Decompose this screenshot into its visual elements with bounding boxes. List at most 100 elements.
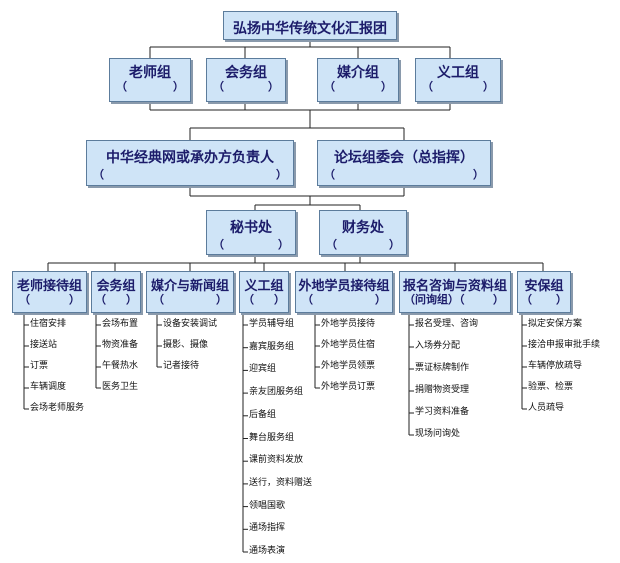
tier1-box-volunteers: 义工组 （ ） [415,58,501,102]
paren-open: （ [302,293,313,306]
dept-item: 人员疏导 [528,403,565,413]
dept-item: 嘉宾服务组 [249,341,295,352]
dept-item: 会场布置 [102,319,139,329]
dept-item: 亲友团服务组 [249,387,304,398]
dept-item: 现场问询处 [415,429,461,439]
dept-item: 学习资料准备 [415,407,470,417]
paren-open: （ [521,293,532,306]
dept-item: 外地学员接待 [321,319,376,329]
paren-open: （ [324,80,335,93]
dept-item: 入场券分配 [415,341,461,351]
dept-box-registration: 报名咨询与资料组 （问询组）（ ） [399,271,511,313]
paren-open: （ [324,168,335,181]
paren-open: （ [422,80,433,93]
dept-item: 设备安装调试 [163,319,218,329]
dept-item: 物资准备 [102,340,139,350]
tier1-box-teachers: 老师组 （ ） [109,58,191,102]
paren-close: ） [126,293,137,306]
paren-open: （ [95,293,106,306]
dept-label: 义工组 [244,279,284,294]
dept-box-volunteers: 义工组 （ ） [239,271,289,313]
tier2-box-committee: 论坛组委会（总指挥） （ ） [317,140,491,186]
paren-close: ） [556,293,567,306]
tier1-box-media: 媒介组 （ ） [317,58,399,102]
dept-item: 接洽申报审批手续 [528,340,601,350]
dept-label: 报名咨询与资料组 [402,279,507,294]
dept-item: 午餐热水 [102,361,139,371]
dept-sublabel: （问询组）（ [404,293,465,306]
dept-item: 送行，资料赠送 [249,477,313,488]
dept-item: 课前资料发放 [249,455,304,466]
paren-close: ） [69,293,80,306]
paren-close: ） [375,293,386,306]
dept-label: 媒介与新闻组 [150,279,229,294]
dept-box-security: 安保组 （ ） [517,271,571,313]
dept-item: 后备组 [249,409,277,420]
dept-label: 会务组 [96,279,136,294]
tier3-label: 财务处 [342,220,384,236]
dept-item: 外地学员订票 [321,382,376,392]
paren-open: （ [116,80,127,93]
dept-item: 领唱国歌 [249,500,286,511]
tier1-label: 会务组 [225,65,267,81]
dept-item: 舞台服务组 [249,432,295,443]
paren-close: ） [216,293,227,306]
title-text: 弘扬中华传统文化汇报团 [233,21,387,37]
dept-item: 医务卫生 [102,382,139,392]
paren-open: （ [19,293,30,306]
paren-close: ） [278,238,289,251]
dept-item: 记者接待 [163,361,200,371]
dept-item: 票证标牌制作 [415,363,470,373]
paren-open: （ [153,293,164,306]
paren-close: ） [483,80,494,93]
dept-item: 迎宾组 [249,364,277,375]
tier1-box-affairs: 会务组 （ ） [206,58,286,102]
dept-item: 外地学员领票 [321,361,376,371]
dept-box-teacher-reception: 老师接待组 （ ） [12,271,87,313]
dept-item: 捐赠物资受理 [415,385,470,395]
paren-open: （ [213,238,224,251]
dept-item: 会场老师服务 [30,403,85,413]
dept-item: 外地学员住宿 [321,340,376,350]
dept-item: 订票 [30,361,49,371]
paren-open: （ [93,168,104,181]
paren-close: ） [274,293,285,306]
paren-open: （ [213,80,224,93]
tier2-label: 中华经典网或承办方负责人 [106,150,274,166]
tier2-box-organizer: 中华经典网或承办方负责人 （ ） [86,140,294,186]
dept-item: 报名受理、咨询 [415,319,479,329]
dept-item: 通场表演 [249,546,286,556]
paren-open: （ [243,293,254,306]
dept-label: 安保组 [524,279,564,294]
dept-item: 车辆调度 [30,382,67,392]
dept-item: 学员辅导组 [249,319,295,329]
dept-box-outside-students: 外地学员接待组 （ ） [295,271,393,313]
tier3-box-secretariat: 秘书处 （ ） [206,210,296,255]
dept-box-affairs: 会务组 （ ） [91,271,141,313]
paren-close: ） [173,80,184,93]
paren-close: ） [493,293,504,306]
paren-close: ） [389,238,400,251]
dept-item: 车辆停放疏导 [528,361,583,371]
tier2-label: 论坛组委会（总指挥） [334,150,474,166]
tier3-box-finance: 财务处 （ ） [319,210,407,255]
paren-close: ） [473,168,484,181]
paren-close: ） [268,80,279,93]
paren-open: （ [326,238,337,251]
dept-box-media-news: 媒介与新闻组 （ ） [146,271,234,313]
title-box: 弘扬中华传统文化汇报团 [223,11,397,40]
paren-close: ） [276,168,287,181]
tier1-label: 媒介组 [337,65,379,81]
dept-item: 接送站 [30,340,58,350]
dept-label: 老师接待组 [16,279,82,294]
tier3-label: 秘书处 [230,220,272,236]
dept-item: 验票、检票 [528,382,574,392]
tier1-label: 老师组 [129,65,171,81]
dept-item: 住宿安排 [30,319,67,329]
paren-close: ） [381,80,392,93]
dept-item: 摄影、摄像 [163,340,209,350]
dept-item: 拟定安保方案 [528,319,583,329]
dept-label: 外地学员接待组 [298,279,390,294]
dept-item: 通场指挥 [249,523,286,534]
